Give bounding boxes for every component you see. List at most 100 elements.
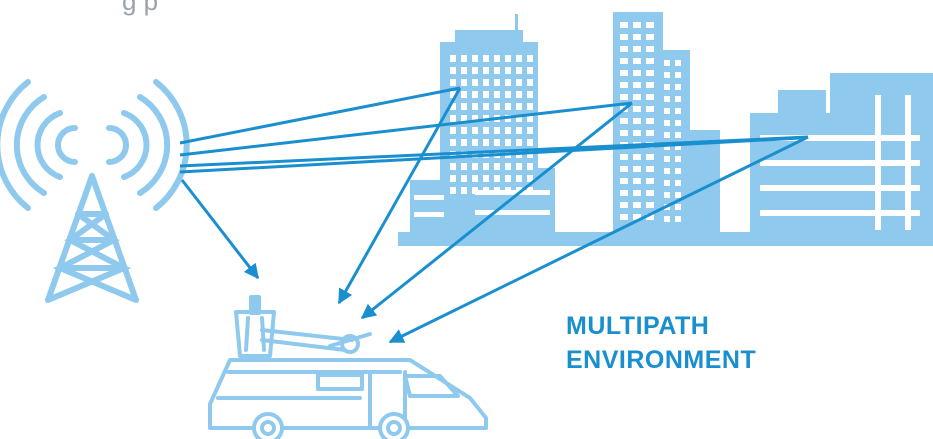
building-window — [461, 115, 467, 122]
building-window — [494, 103, 500, 110]
building-window — [664, 120, 670, 126]
building-window — [633, 190, 641, 196]
building-window — [633, 214, 641, 220]
reflected-arrow-1 — [337, 87, 462, 305]
building-window — [664, 144, 670, 150]
building-window — [472, 175, 478, 182]
building-window — [664, 72, 670, 78]
building-window — [646, 190, 654, 196]
building-window — [646, 94, 654, 100]
building-window — [646, 154, 654, 160]
building-window — [620, 70, 628, 76]
building-window — [620, 214, 628, 220]
building-window — [505, 175, 511, 182]
label-environment: ENVIRONMENT — [566, 346, 757, 374]
building-window — [450, 67, 456, 74]
building-window — [620, 202, 628, 208]
building-window — [633, 178, 641, 184]
building-window — [461, 187, 467, 194]
building-window — [494, 127, 500, 134]
building-window — [450, 163, 456, 170]
building-window — [516, 91, 522, 98]
direct-signal-arrow — [180, 179, 260, 280]
partial-caption: g p — [122, 0, 159, 16]
building-window — [633, 82, 641, 88]
building-window — [472, 127, 478, 134]
building-window — [505, 67, 511, 74]
building-window — [633, 34, 641, 40]
building-window — [620, 22, 628, 28]
building-window — [646, 202, 654, 208]
signal-line-2 — [179, 101, 633, 157]
building-window — [494, 139, 500, 146]
building-window — [620, 94, 628, 100]
building-window — [675, 192, 681, 198]
building-window — [620, 154, 628, 160]
building-window — [494, 175, 500, 182]
building-window — [527, 103, 533, 110]
signal-line-4 — [179, 136, 801, 174]
building-window — [675, 168, 681, 174]
building-window — [675, 96, 681, 102]
signal-line-1 — [179, 86, 461, 145]
building-window — [527, 115, 533, 122]
building-window — [472, 67, 478, 74]
building-window — [450, 91, 456, 98]
building-window — [461, 79, 467, 86]
building-window — [461, 127, 467, 134]
building-window — [527, 163, 533, 170]
building-window — [505, 127, 511, 134]
building-window — [646, 166, 654, 172]
building-window — [646, 34, 654, 40]
building-window — [505, 103, 511, 110]
building-window — [620, 58, 628, 64]
cell-tower-icon — [0, 79, 190, 303]
building-window — [664, 216, 670, 222]
building-window — [620, 34, 628, 40]
building-window — [675, 216, 681, 222]
building-window — [472, 115, 478, 122]
building-window — [675, 156, 681, 162]
building-window — [646, 178, 654, 184]
building-window — [620, 130, 628, 136]
building-window — [461, 67, 467, 74]
building-window — [527, 55, 533, 62]
building-window — [527, 67, 533, 74]
building-window — [633, 130, 641, 136]
building-window — [505, 91, 511, 98]
building-window — [483, 139, 489, 146]
building-window — [483, 91, 489, 98]
building-windows — [414, 22, 920, 230]
building-window — [527, 91, 533, 98]
building-window — [664, 132, 670, 138]
building-window — [461, 103, 467, 110]
building-window — [664, 192, 670, 198]
building-window — [633, 94, 641, 100]
building-window — [461, 139, 467, 146]
building-window — [646, 82, 654, 88]
building-window — [633, 166, 641, 172]
building-window — [472, 55, 478, 62]
building-window — [461, 151, 467, 158]
building-window — [450, 187, 456, 194]
building-window — [527, 175, 533, 182]
building-window — [664, 84, 670, 90]
building-window — [516, 103, 522, 110]
signal-paths — [179, 86, 809, 344]
building-window — [516, 163, 522, 170]
building-window — [675, 132, 681, 138]
building-window — [664, 180, 670, 186]
building-window — [620, 178, 628, 184]
building-window — [483, 127, 489, 134]
building-window — [664, 156, 670, 162]
building-window — [646, 58, 654, 64]
building-window — [472, 103, 478, 110]
building-window — [633, 106, 641, 112]
building-window — [461, 91, 467, 98]
building-window — [450, 127, 456, 134]
building-window — [633, 58, 641, 64]
building-window — [472, 79, 478, 86]
building-window — [633, 202, 641, 208]
building-window — [450, 139, 456, 146]
building-window — [633, 118, 641, 124]
